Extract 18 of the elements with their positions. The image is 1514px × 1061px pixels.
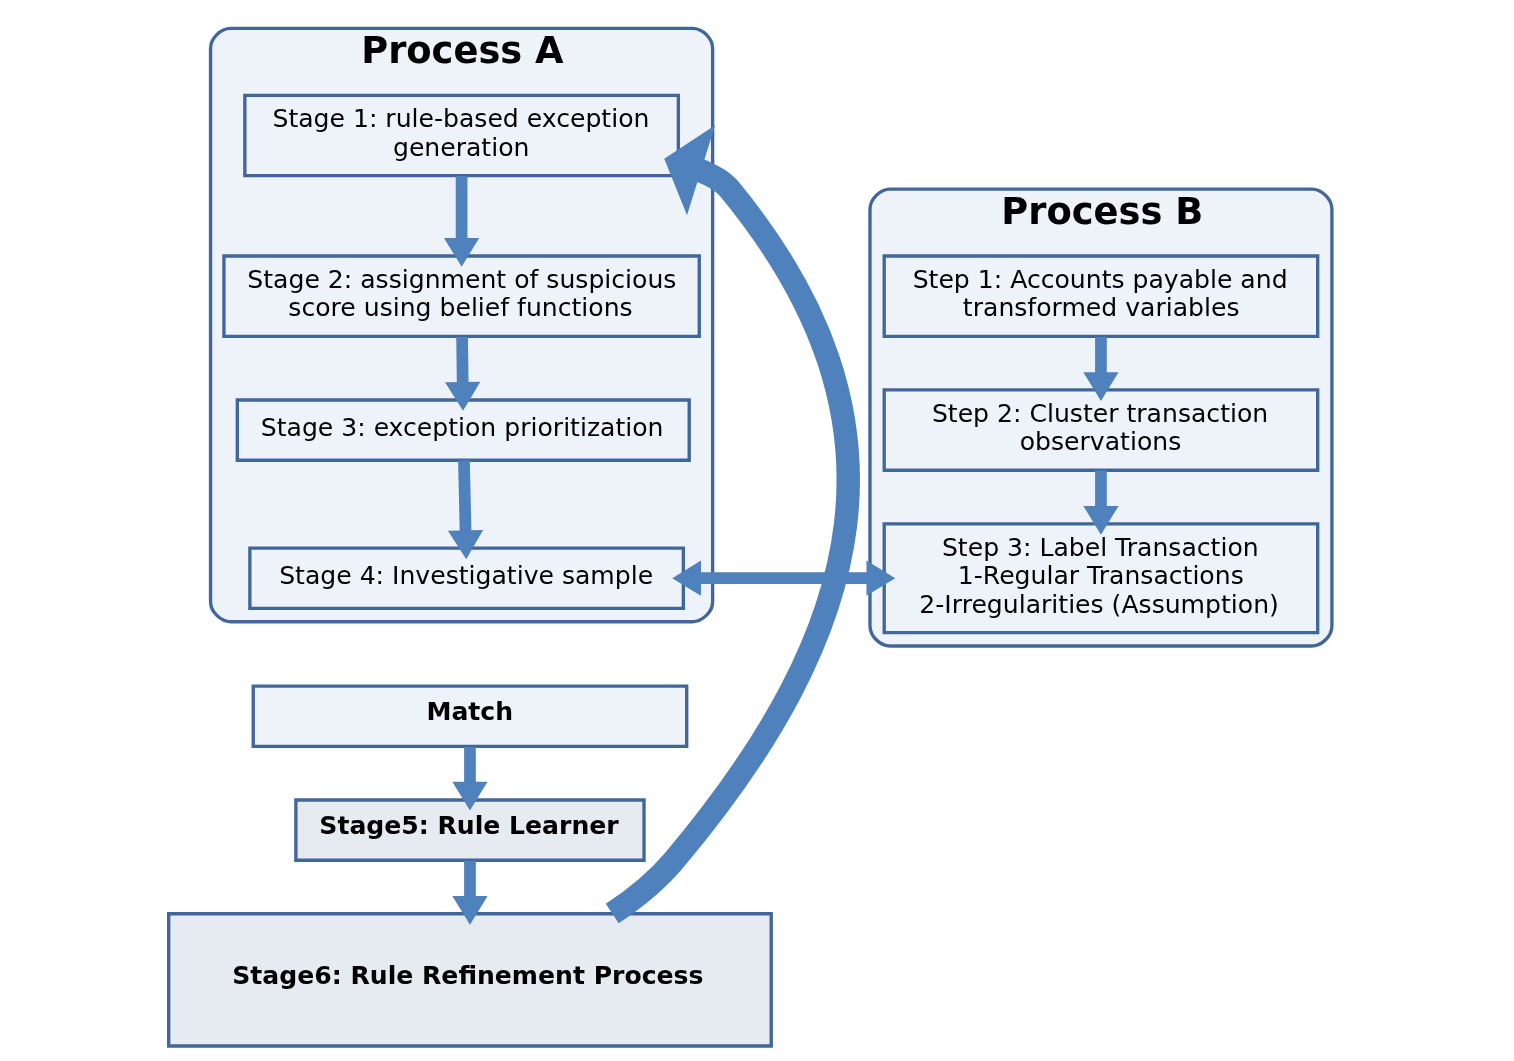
node-box: Stage 2: assignment of suspicious score using belief functions [222,254,701,339]
node-box: Step 3: Label Transaction 1-Regular Transactions 2-Irregularities (Assumption) [882,522,1320,635]
node-box: Step 1: Accounts payable and transformed variables [882,254,1320,339]
arrow [672,560,896,596]
node-box: Stage 1: rule-based exception generation [243,93,680,178]
arrow [447,460,484,560]
arrow [445,336,481,411]
arrow [1083,470,1119,535]
node-box: Stage 3: exception prioritization [235,398,691,462]
arrow [452,860,488,925]
node-box: Stage6: Rule Refinement Process [167,912,773,1048]
arrow [452,747,488,811]
node-box: Stage5: Rule Learner [294,798,646,862]
node-box: Match [251,684,689,749]
node-box: Step 2: Cluster transaction observations [882,388,1320,472]
node-box: Stage 4: Investigative sample [248,546,686,610]
arrow [1083,337,1119,401]
arrow [443,176,480,267]
